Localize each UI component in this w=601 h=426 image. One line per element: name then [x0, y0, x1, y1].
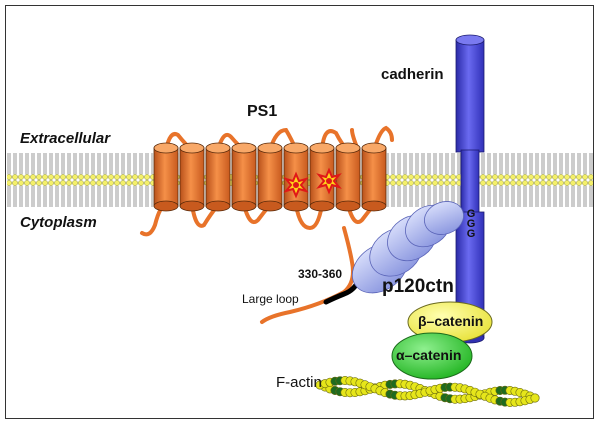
- ggg-g1: G: [466, 208, 476, 220]
- large-loop-label: Large loop: [242, 292, 299, 306]
- ps1-helices: [153, 142, 387, 212]
- ps1-helix-9: [361, 142, 387, 212]
- ps1-helix-2: [179, 142, 205, 212]
- figure-border: [5, 5, 594, 419]
- range-330-360-label: 330-360: [298, 267, 343, 281]
- ggg-motif: G G G: [465, 208, 477, 240]
- ps1-label: PS1: [247, 103, 278, 120]
- extracellular-label: Extracellular: [20, 130, 111, 147]
- ggg-g3: G: [466, 228, 476, 240]
- f-actin-filament: [315, 375, 540, 407]
- ps1-helix-5: [257, 142, 283, 212]
- alpha-catenin-label: α–catenin: [396, 347, 462, 363]
- ps1-helix-8: [335, 142, 361, 212]
- cadherin-label: cadherin: [381, 66, 444, 83]
- alpha-catenin: [391, 332, 473, 380]
- actin-bead: [530, 393, 540, 403]
- ggg-g2: G: [466, 218, 476, 230]
- ps1-helix-4: [231, 142, 257, 212]
- p120ctn: [351, 201, 464, 294]
- ps1-helix-3: [205, 142, 231, 212]
- mutation-star-1: [283, 171, 309, 199]
- p120ctn-label: p120ctn: [382, 276, 454, 297]
- beta-catenin-label: β–catenin: [418, 313, 484, 329]
- f-actin-label: F-actin: [276, 374, 322, 391]
- ps1-helix-1: [153, 142, 179, 212]
- cytoplasm-label: Cytoplasm: [20, 214, 97, 231]
- mutation-star-2: [316, 167, 342, 195]
